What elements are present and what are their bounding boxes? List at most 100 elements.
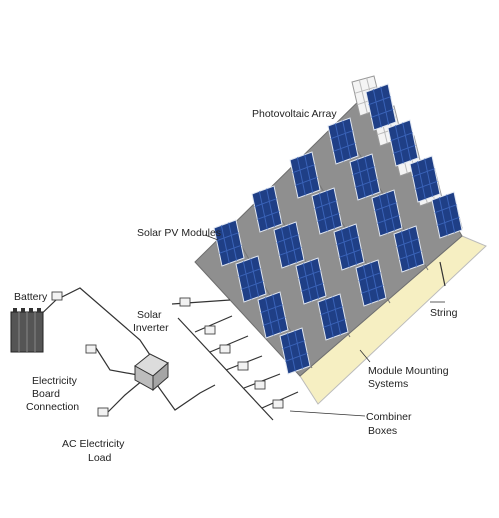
- panel-cell-line: [320, 306, 343, 316]
- panel-cell-line: [258, 191, 268, 230]
- panel-cell-line: [272, 294, 282, 333]
- panel-cell-line: [314, 200, 337, 210]
- solar-pv-module-array: [213, 83, 463, 375]
- panel-cell-line: [372, 89, 382, 128]
- panel-cell-line: [412, 168, 435, 178]
- panel-cell-line: [354, 86, 377, 94]
- panel-cell-line: [257, 210, 280, 220]
- module-mounting-label-line2: Systems: [368, 378, 408, 390]
- panel-cell-line: [355, 178, 378, 188]
- ac-load-label-line1: AC Electricity: [62, 438, 125, 450]
- electricity-board-label-line3: Connection: [26, 401, 79, 413]
- panel-cell-line: [304, 154, 314, 193]
- panel-cell-line: [241, 280, 264, 290]
- panel-cell-line: [298, 270, 321, 280]
- panel-cell-line: [364, 156, 374, 195]
- leader-lines: [204, 234, 445, 417]
- panel-cell-line: [310, 260, 320, 299]
- panel-cell-line: [352, 166, 375, 176]
- panel-cell-line: [377, 214, 400, 224]
- panel-cell-line: [358, 272, 381, 282]
- panel-cell-line: [416, 161, 426, 200]
- panel-cell-line: [370, 262, 380, 301]
- panel-cell-line: [340, 229, 350, 268]
- combiner-label-line2: Boxes: [368, 425, 397, 437]
- panel-cell-line: [362, 265, 372, 304]
- panel-cell-line: [318, 193, 328, 232]
- panel-cell-line: [280, 227, 290, 266]
- panel-cell-line: [434, 204, 457, 214]
- panel-cell-line: [276, 234, 299, 244]
- panel-cell-line: [286, 333, 296, 372]
- panel-cell-line: [302, 263, 312, 302]
- string-label: String: [430, 307, 458, 319]
- panel-cell-line: [332, 296, 342, 335]
- panel-cell-line: [408, 228, 418, 267]
- panel-cell-line: [348, 226, 358, 265]
- panel-cell-line: [228, 222, 238, 261]
- panel-cell-line: [301, 282, 324, 292]
- panel-cell-line: [330, 130, 353, 140]
- panel-cell-line: [368, 96, 391, 106]
- panel-cell-line: [393, 144, 416, 154]
- panel-cell-line: [361, 284, 384, 294]
- panel-cell-line: [399, 250, 422, 260]
- panel-cell-line: [336, 236, 359, 246]
- panel-cell-line: [402, 122, 412, 161]
- panel-cell-line: [216, 232, 239, 242]
- panel-cell-line: [296, 157, 306, 196]
- photovoltaic-array-label: Photovoltaic Array: [252, 108, 337, 120]
- panel-cell-line: [263, 316, 286, 326]
- ac-load-label-line2: Load: [88, 452, 112, 464]
- battery-icon: [10, 308, 44, 353]
- module-mounting-label-line1: Module Mounting: [368, 365, 449, 377]
- panel-cell-line: [295, 176, 318, 186]
- panel-cell-line: [294, 330, 304, 369]
- panel-cell-line: [394, 125, 404, 164]
- solar-pv-modules-label: Solar PV Modules: [137, 227, 221, 239]
- wiring: [32, 261, 446, 421]
- panel-cell-line: [323, 318, 346, 328]
- panel-cell-line: [386, 192, 396, 231]
- panel-cell-line: [358, 79, 368, 114]
- panel-cell-line: [339, 248, 362, 258]
- panel-cell-line: [374, 202, 397, 212]
- panel-cell-line: [317, 212, 340, 222]
- panel-cell-line: [242, 261, 252, 300]
- panel-cell-line: [333, 142, 356, 152]
- panel-cell-line: [288, 224, 298, 263]
- panel-cell-line: [292, 164, 315, 174]
- solar-inverter-icon: [134, 353, 169, 392]
- battery-label: Battery: [14, 291, 48, 303]
- panel-cell-line: [250, 258, 260, 297]
- solar-inverter-label-line2: Inverter: [133, 322, 169, 334]
- solar-inverter-label-line1: Solar: [137, 309, 162, 321]
- panel-cell-line: [342, 120, 352, 159]
- panel-cell-line: [260, 304, 283, 314]
- panel-cell-line: [400, 231, 410, 270]
- panel-cell-line: [238, 268, 261, 278]
- panel-cell-line: [415, 180, 438, 190]
- panel-cell-line: [378, 195, 388, 234]
- panel-cell-line: [254, 198, 277, 208]
- panel-cell-line: [334, 123, 344, 162]
- panel-cell-line: [356, 159, 366, 198]
- panel-cell-line: [285, 352, 308, 362]
- combiner-boxes: [51, 291, 284, 417]
- electricity-board-label-line2: Board: [32, 388, 60, 400]
- panel-cell-line: [437, 216, 460, 226]
- panel-cell-line: [220, 225, 230, 264]
- panel-cell-line: [279, 246, 302, 256]
- combiner-label-line1: Combiner: [366, 411, 412, 423]
- panel-cell-line: [380, 86, 390, 125]
- panel-cell-line: [438, 197, 448, 236]
- panel-cell-line: [371, 108, 394, 118]
- panel-cell-line: [390, 132, 413, 142]
- panel-cell-line: [424, 158, 434, 197]
- panel-cell-line: [266, 188, 276, 227]
- panel-cell-line: [264, 297, 274, 336]
- electricity-board-label-line1: Electricity: [32, 375, 78, 387]
- panel-cell-line: [396, 238, 419, 248]
- panel-cell-line: [324, 299, 334, 338]
